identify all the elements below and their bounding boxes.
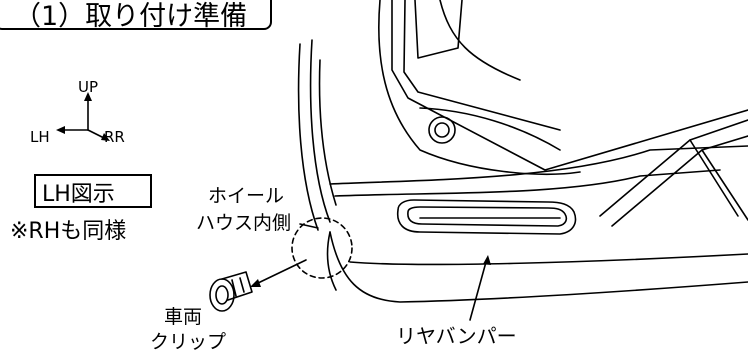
up-arrowhead xyxy=(84,92,92,101)
wheel-house-label-line1: ホイール xyxy=(208,185,285,207)
rh-same-note: ※RHも同様 xyxy=(10,219,127,244)
direction-right-arrow xyxy=(87,129,105,139)
left-arrowhead xyxy=(56,126,65,134)
clip-arrowhead xyxy=(250,279,261,287)
right-arrowhead xyxy=(101,133,110,141)
body-side-inner xyxy=(309,39,331,223)
view-label-frame xyxy=(34,174,152,208)
lower-reflector xyxy=(396,199,577,235)
bumper-arrowhead xyxy=(483,255,491,265)
view-label: LH図示 xyxy=(42,182,115,207)
reflector-inner xyxy=(434,122,450,138)
vehicle-clip-drawing xyxy=(209,271,253,312)
clip-direction-arrow xyxy=(255,259,307,285)
title-frame xyxy=(0,0,272,30)
direction-right-label: RR xyxy=(104,128,125,146)
direction-up-label: UP xyxy=(78,78,99,96)
bumper-top-edge xyxy=(329,145,748,185)
direction-left-label: LH xyxy=(30,128,50,146)
page-title: （1）取り付け準備 xyxy=(14,1,248,32)
wheel-house-label-line2: ハウス内側 xyxy=(196,212,292,234)
wheel-house-highlight-circle xyxy=(291,217,353,279)
bumper-leader-line xyxy=(469,261,487,321)
clip-label-line1: 車両 xyxy=(164,306,203,328)
quarter-panel-edge xyxy=(391,0,748,171)
bumper-bottom-edge xyxy=(329,231,748,303)
body-side-outline xyxy=(297,43,319,231)
reflector-outer xyxy=(428,116,456,144)
rear-lamp-housing xyxy=(414,0,463,59)
clip-label-line2: クリップ xyxy=(150,331,227,353)
rear-bumper-label: リヤバンパー xyxy=(396,324,517,348)
